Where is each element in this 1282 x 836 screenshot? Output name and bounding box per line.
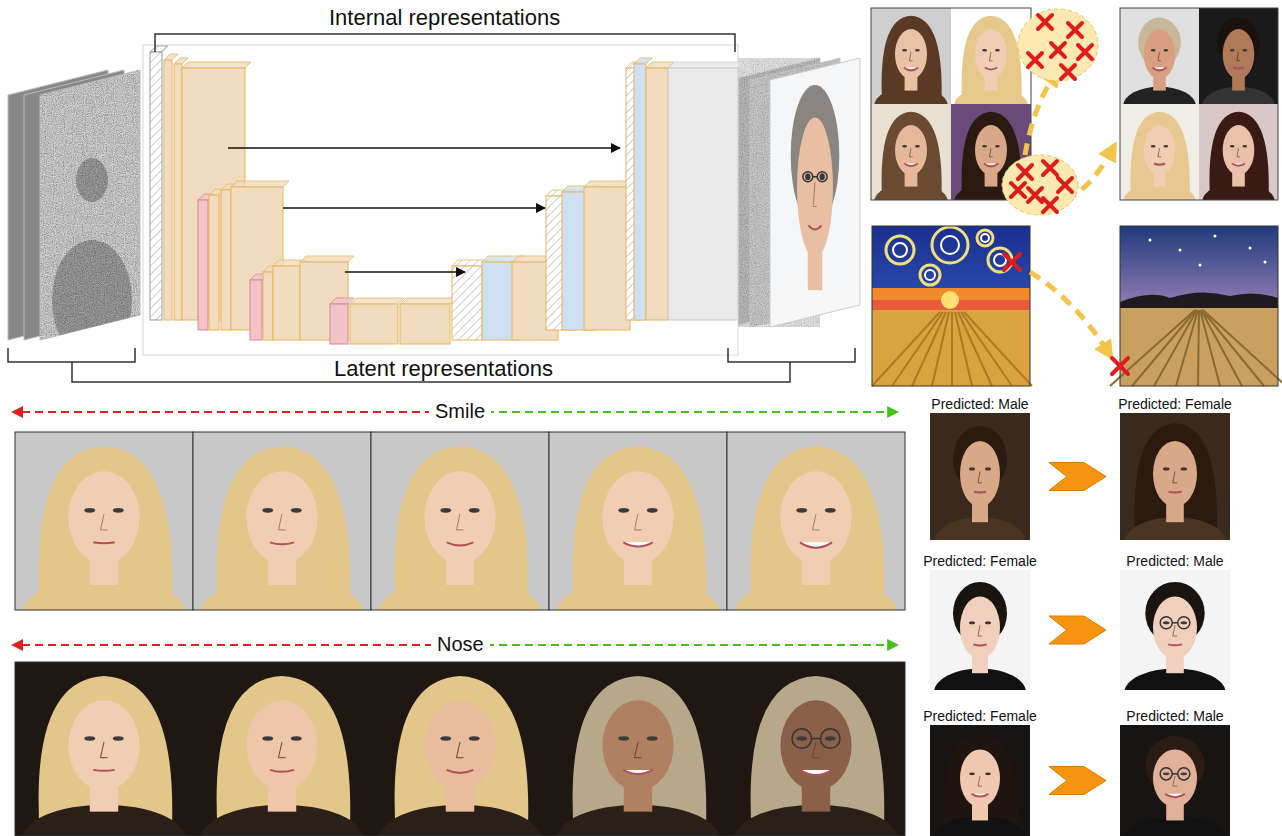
face-image: [193, 432, 371, 610]
skip-connection: [283, 207, 545, 209]
section-label: Internal representations: [323, 5, 566, 30]
chevron-arrow: [1049, 767, 1106, 795]
attribute-axis: [460, 644, 898, 646]
field-photo: [1110, 226, 1282, 386]
prediction-label: Predicted: Male: [1124, 708, 1225, 724]
red-cross: [1043, 198, 1057, 212]
red-cross: [1028, 53, 1042, 67]
dashed-arrow: [1030, 272, 1108, 352]
red-cross: [1078, 45, 1092, 59]
attribute-label: Nose: [431, 633, 490, 656]
prediction-label: Predicted: Female: [921, 553, 1039, 569]
prediction-image: Predicted: Male: [1110, 553, 1240, 691]
image-frame: [193, 432, 371, 610]
red-cross: [1028, 188, 1042, 202]
image-frame: [371, 432, 549, 610]
bracket: [155, 34, 735, 52]
face-image: [371, 432, 549, 610]
prediction-label: Predicted: Female: [1116, 396, 1234, 412]
red-cross: [1068, 23, 1082, 37]
output-frame: [770, 58, 860, 327]
starry-painting: [872, 226, 1032, 386]
red-cross: [1061, 65, 1075, 79]
face-image: [1199, 104, 1278, 200]
image-frame: [549, 432, 727, 610]
section-label: Latent representations: [328, 356, 559, 381]
prediction-image: Predicted: Female: [1110, 396, 1240, 541]
face-image: [15, 432, 193, 610]
face-image: [930, 413, 1030, 540]
skip-connection: [228, 147, 620, 149]
face-image: [930, 725, 1030, 836]
image-frame: [15, 432, 193, 610]
red-cross: [1043, 161, 1057, 175]
unet-layer: [400, 298, 456, 344]
face-image: [1120, 8, 1199, 104]
face-image: [15, 662, 193, 836]
unet-frame: [143, 45, 738, 355]
red-cross: [1112, 358, 1128, 374]
face-image: [1120, 725, 1230, 836]
face-image: [371, 662, 549, 836]
face-image: [193, 662, 371, 836]
skip-connection: [345, 271, 465, 273]
red-cross: [1058, 178, 1072, 192]
prediction-image: Predicted: Male: [915, 396, 1045, 541]
face-image: [727, 662, 905, 836]
prediction-image: Predicted: Male: [1110, 708, 1240, 836]
prediction-label: Predicted: Male: [1124, 553, 1225, 569]
face-image: [871, 8, 951, 104]
face-image: [549, 662, 727, 836]
image-frame: [15, 662, 905, 836]
red-cross: [1038, 15, 1052, 29]
attribute-axis: [460, 411, 898, 413]
bracket: [728, 348, 855, 362]
face-image: [549, 432, 727, 610]
red-cross: [1011, 183, 1025, 197]
red-cross: [1018, 165, 1032, 179]
face-image: [951, 8, 1031, 104]
chevron-arrow: [1049, 616, 1106, 644]
prediction-image: Predicted: Female: [915, 708, 1045, 836]
face-image: [930, 570, 1030, 690]
unet-layer: [350, 298, 404, 344]
attribute-axis: [22, 411, 460, 413]
cluster: [1002, 155, 1078, 215]
face-image: [1120, 570, 1230, 690]
attribute-axis: [22, 644, 460, 646]
prediction-label: Predicted: Female: [921, 708, 1039, 724]
face-image: [1120, 104, 1199, 200]
bracket: [8, 348, 135, 362]
prediction-label: Predicted: Male: [929, 396, 1030, 412]
image-frame: [727, 432, 905, 610]
face-image: [770, 58, 860, 328]
face-image: [727, 432, 905, 610]
face-image: [1120, 413, 1230, 540]
attribute-label: Smile: [429, 400, 491, 423]
face-image: [871, 104, 951, 200]
chevron-arrow: [1049, 463, 1106, 491]
prediction-image: Predicted: Female: [915, 553, 1045, 691]
red-cross: [1051, 43, 1065, 57]
unet-layer: [668, 62, 744, 320]
noisy-input: [40, 60, 150, 360]
red-cross: [1004, 254, 1020, 270]
unet-layer: [626, 62, 648, 320]
image-frame: [1120, 8, 1278, 200]
face-image: [1199, 8, 1278, 104]
cluster: [1018, 9, 1098, 81]
